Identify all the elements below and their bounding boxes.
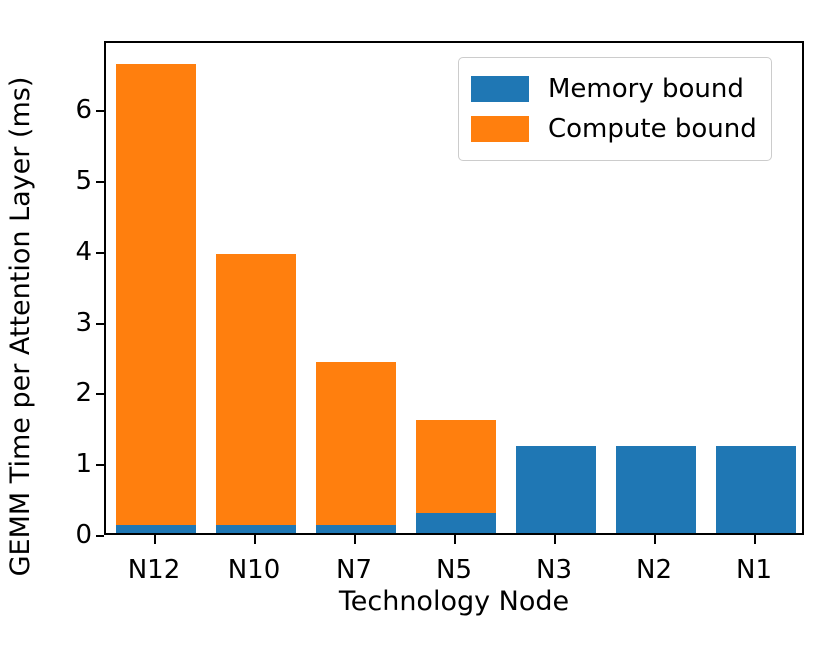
x-tick-mark [354,535,356,544]
y-tick-label: 0 [75,520,92,550]
y-tick-mark [95,181,104,184]
bar-segment-memory-bound [616,445,696,533]
x-tick-label-n2: N2 [636,555,672,585]
bar-segment-memory-bound [116,525,196,533]
y-tick-mark [95,393,104,396]
x-tick-mark [754,535,756,544]
y-tick-label: 5 [75,166,92,197]
x-tick-label-n1: N1 [736,555,772,585]
x-tick-label-n5: N5 [436,555,472,585]
x-tick-label-n7: N7 [336,555,372,585]
x-tick-mark [654,535,656,544]
y-tick-label: 1 [75,449,92,480]
y-tick-label: 6 [75,95,92,126]
y-axis-title: GEMM Time per Attention Layer (ms) [4,76,36,577]
y-tick-mark [95,251,104,254]
legend-swatch-icon [471,76,529,102]
legend-swatch-icon [471,116,529,142]
bar-group [216,43,296,533]
y-tick-label: 3 [75,307,92,338]
bar-segment-compute-bound [316,362,396,526]
bar-group [516,43,596,533]
x-tick-mark [154,535,156,544]
bar-group [116,43,196,533]
x-axis-title: Technology Node [338,586,570,617]
y-tick-mark [95,322,104,325]
bars-layer [106,43,802,533]
x-tick-mark [554,535,556,544]
bar-group [616,43,696,533]
bar-segment-memory-bound [416,513,496,533]
y-tick-mark [95,535,104,537]
legend-item: Compute bound [471,109,757,149]
legend-item: Memory bound [471,69,757,109]
bar-segment-compute-bound [116,63,196,526]
x-tick-mark [254,535,256,544]
bar-segment-memory-bound [516,445,596,533]
x-tick-label-n10: N10 [227,555,281,585]
bar-segment-memory-bound [216,525,296,533]
bar-segment-compute-bound [216,254,296,526]
y-tick-label: 2 [75,378,92,409]
y-tick-mark [95,464,104,467]
bar-group [416,43,496,533]
legend-label: Compute bound [548,114,757,144]
y-tick-label: 4 [75,236,92,267]
x-tick-label-n12: N12 [127,555,181,585]
bar-segment-compute-bound [416,419,496,514]
x-tick-label-n3: N3 [536,555,572,585]
y-tick-mark [95,110,104,113]
legend-label: Memory bound [548,74,744,104]
bar-group [316,43,396,533]
bar-segment-memory-bound [716,445,796,533]
bar-group [716,43,796,533]
bar-segment-memory-bound [316,525,396,533]
x-tick-mark [454,535,456,544]
